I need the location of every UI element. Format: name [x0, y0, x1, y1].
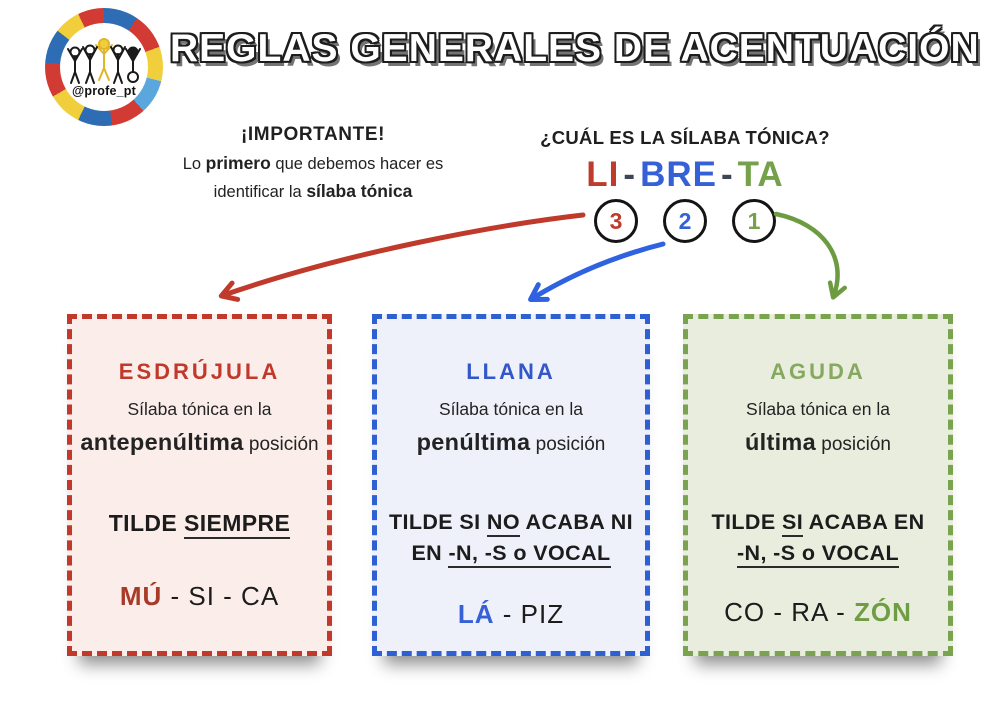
box-rule: TILDE SIEMPRE — [72, 507, 327, 540]
important-line-2: identificar la sílaba tónica — [213, 181, 413, 201]
logo-inner-circle: @profe_pt — [60, 23, 148, 111]
box-example-word: LÁ - PIZ — [457, 599, 565, 629]
box-example-word: CO - RA - ZÓN — [724, 597, 912, 627]
syllable-dash: - — [720, 155, 734, 194]
box-rule: TILDE SI ACABA EN-N, -S o VOCAL — [688, 507, 948, 569]
arrow-to-llana — [528, 241, 666, 302]
tonic-question-heading: ¿CUÁL ES LA SÍLABA TÓNICA? — [540, 127, 830, 148]
syllable-dash: - — [623, 155, 637, 194]
page-title: REGLAS GENERALES DE ACENTUACIÓN — [170, 27, 980, 70]
rule-box-esdrujula: ESDRÚJULA Sílaba tónica en la antepenúlt… — [67, 314, 332, 656]
tonic-question-block: ¿CUÁL ES LA SÍLABA TÓNICA? LI-BRE-TA 3 2… — [520, 127, 850, 243]
syllable-word: LI-BRE-TA — [520, 155, 850, 195]
syllable-bre: BRE — [640, 155, 717, 194]
profe-pt-logo: @profe_pt — [45, 8, 163, 126]
syllable-li: LI — [586, 155, 620, 194]
important-heading: ¡IMPORTANTE! — [240, 124, 386, 145]
box-intro: Sílaba tónica en la — [746, 399, 890, 419]
box-intro: Sílaba tónica en la — [439, 399, 583, 419]
box-title-llana: LLANA — [466, 359, 556, 384]
number-circle-1: 1 — [732, 199, 776, 243]
box-title-esdrujula: ESDRÚJULA — [118, 359, 281, 384]
box-intro: Sílaba tónica en la — [127, 399, 272, 419]
syllable-ta: TA — [737, 155, 784, 194]
number-circle-2: 2 — [663, 199, 707, 243]
logo-handle-text: @profe_pt — [72, 84, 136, 98]
important-note: ¡IMPORTANTE! Lo primero que debemos hace… — [158, 124, 468, 202]
important-line-1: Lo primero que debemos hacer es — [182, 153, 444, 173]
children-figures-icon — [67, 38, 141, 84]
box-position: antepenúltima posición — [80, 429, 319, 455]
rule-box-aguda: AGUDA Sílaba tónica en la última posició… — [683, 314, 953, 656]
box-position: penúltima posición — [416, 429, 606, 455]
number-circle-3: 3 — [594, 199, 638, 243]
box-example-word: MÚ - SI - CA — [119, 581, 280, 611]
rule-box-llana: LLANA Sílaba tónica en la penúltima posi… — [372, 314, 650, 656]
syllable-number-row: 3 2 1 — [520, 199, 850, 243]
box-title-aguda: AGUDA — [770, 359, 866, 384]
box-position: última posición — [744, 429, 891, 455]
